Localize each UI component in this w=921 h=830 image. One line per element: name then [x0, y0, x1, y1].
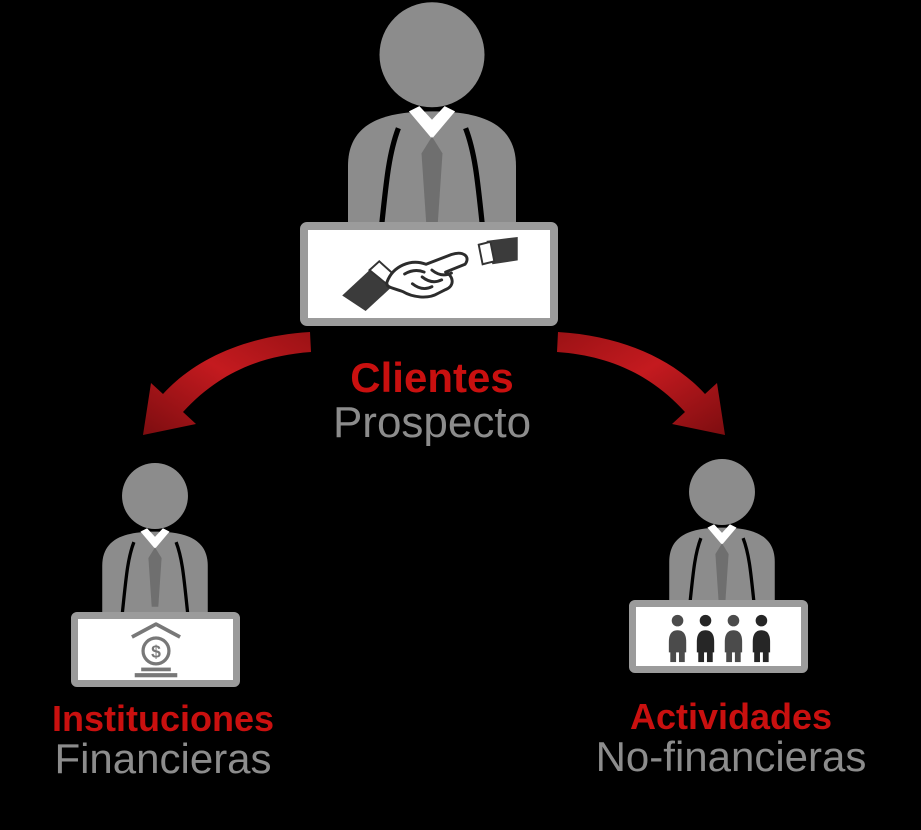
person-mini-1 — [668, 614, 686, 662]
center-subtitle: Prospecto — [332, 397, 532, 447]
bank-step-bottom — [134, 672, 177, 677]
handshake-icon — [342, 236, 518, 312]
center-label: Clientes Prospecto — [282, 356, 582, 445]
center-title: Clientes — [350, 354, 514, 401]
prospect-person-figure — [327, 2, 537, 246]
people-box — [629, 600, 808, 673]
bank-roof — [130, 621, 181, 639]
handshake-fingers — [403, 268, 453, 291]
dollar-sign: $ — [151, 641, 161, 661]
left-label: Instituciones Financieras — [13, 700, 313, 781]
handshake-box — [300, 222, 558, 326]
institutions-person-figure — [100, 463, 210, 616]
bank-box: $ — [71, 612, 240, 687]
left-subtitle: Financieras — [54, 735, 272, 783]
handshake-hands — [385, 251, 469, 299]
left-title: Instituciones — [51, 698, 275, 739]
handshake-right-cuff — [477, 240, 496, 266]
person-mini-2 — [696, 614, 714, 662]
bank-coin — [140, 635, 171, 665]
person-mini-4 — [752, 614, 770, 662]
bank-step-top — [140, 667, 171, 671]
curved-arrow-left-icon — [143, 332, 311, 435]
handshake-left-sleeve — [342, 270, 391, 312]
curved-arrow-right-icon — [557, 332, 725, 435]
activities-person-figure — [667, 459, 777, 612]
people-group-icon — [668, 614, 770, 662]
bank-icon: $ — [130, 621, 181, 677]
person-mini-3 — [724, 614, 742, 662]
right-label: Actividades No-financieras — [566, 698, 896, 779]
right-title: Actividades — [629, 696, 833, 737]
right-subtitle: No-financieras — [595, 733, 867, 781]
